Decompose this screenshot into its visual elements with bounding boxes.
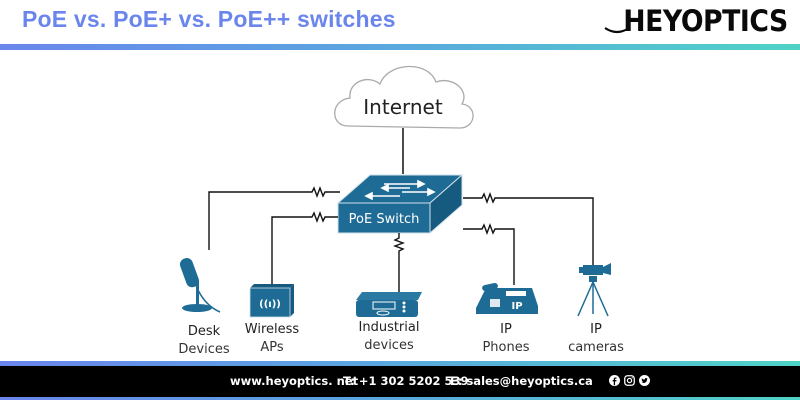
link-wireless-aps [271, 211, 338, 285]
device-label-wireless: Wireless APs [238, 321, 306, 357]
internet-label: Internet [363, 95, 443, 119]
device-label-line2: cameras [568, 340, 624, 355]
device-label-line1: Industrial [358, 320, 420, 335]
device-label-ip-phones: IP Phones [470, 321, 542, 357]
device-label-industrial: Industrial devices [350, 319, 428, 355]
internet-cloud-icon [334, 65, 474, 129]
logo-smile-mark [604, 27, 630, 34]
header-gradient-bar [0, 44, 800, 50]
device-label-desk: Desk Devices [170, 323, 238, 359]
instagram-icon[interactable] [624, 375, 635, 386]
ip-phone-badge: IP [511, 301, 522, 312]
device-label-line2: devices [364, 338, 414, 353]
footer-bottom-bar [0, 397, 800, 400]
device-label-line1: IP [590, 322, 602, 337]
svg-text:((ı)): ((ı)) [259, 299, 281, 310]
poe-links [208, 186, 594, 292]
switch-arrows-icon [364, 179, 436, 201]
device-label-ip-cameras: IP cameras [560, 321, 632, 357]
link-ip-phones [463, 223, 515, 285]
ip-phone-icon: IP [476, 282, 538, 314]
footer-gradient-bar [0, 361, 800, 366]
page-title: PoE vs. PoE+ vs. PoE++ switches [22, 6, 396, 32]
switch-label: PoE Switch [349, 212, 420, 227]
link-industrial [393, 233, 405, 292]
link-ip-cameras [463, 192, 594, 265]
footer: www.heyoptics. net T: +1 302 5202 539 E:… [0, 366, 800, 397]
microphone-icon [179, 258, 221, 313]
device-label-line2: Phones [482, 340, 530, 355]
twitter-icon[interactable] [639, 375, 650, 386]
wireless-ap-icon: ((ı)) [249, 284, 294, 318]
footer-email-link[interactable]: E: sales@heyoptics.ca [450, 374, 593, 388]
network-diagram: Internet PoE Switch [179, 65, 611, 318]
footer-phone[interactable]: T: +1 302 5202 539 [343, 374, 469, 388]
poe-switch-icon [336, 173, 464, 235]
ip-camera-icon [577, 263, 611, 317]
footer-website-link[interactable]: www.heyoptics. net [230, 374, 359, 388]
heyoptics-logo: HEYOPTICS [623, 4, 789, 38]
device-label-line2: Devices [178, 342, 230, 357]
facebook-icon[interactable] [609, 375, 620, 386]
link-desk-devices [208, 186, 340, 250]
device-label-line1: Wireless [244, 322, 300, 337]
device-label-line1: Desk [187, 324, 221, 339]
industrial-device-icon [356, 292, 422, 317]
device-label-line1: IP [500, 322, 512, 337]
device-label-line2: APs [260, 340, 284, 355]
